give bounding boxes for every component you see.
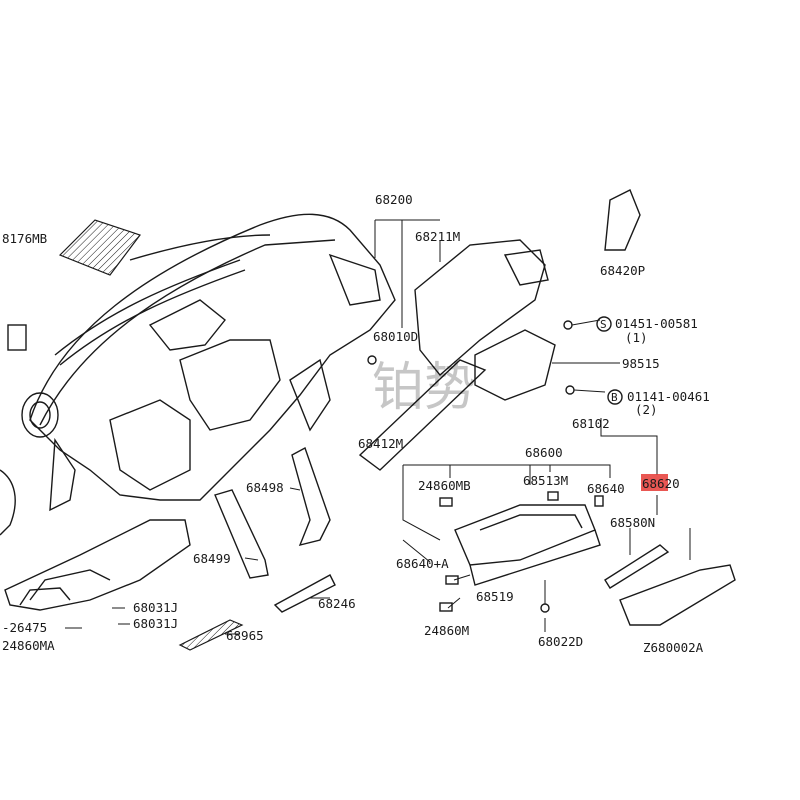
cover-68211M-shape	[414, 239, 546, 377]
instrument-panel-shape	[0, 213, 396, 536]
label-24860MB: 24860MB	[418, 478, 471, 493]
label-68412M: 68412M	[358, 436, 403, 451]
label-68640: 68640	[587, 481, 625, 496]
label-26475: -26475	[2, 620, 47, 635]
label-68420P: 68420P	[600, 263, 645, 278]
label-68498: 68498	[246, 480, 284, 495]
label-98515: 98515	[622, 356, 660, 371]
label-68513M: 68513M	[523, 473, 568, 488]
label-68246: 68246	[318, 596, 356, 611]
part-68420P-shape	[604, 189, 641, 251]
lower-console-shape	[4, 519, 191, 611]
trim-68499-shape	[214, 489, 269, 579]
glove-lid-68620-shape	[619, 564, 736, 626]
bracket-98515-shape	[474, 329, 556, 401]
label-68600: 68600	[525, 445, 563, 460]
label-68176MB: 8176MB	[2, 231, 47, 246]
symbol-b: B	[611, 391, 618, 404]
symbol-s: S	[600, 318, 607, 331]
symbol-s-icon	[596, 316, 612, 332]
label-68620: 68620	[642, 476, 680, 491]
glove-box-68600-shape	[454, 504, 596, 566]
label-01141-00461: 01141-00461	[627, 389, 710, 404]
label-68010D: 68010D	[373, 329, 418, 344]
label-68640-a: 68640+A	[396, 556, 449, 571]
leader-lines	[65, 219, 691, 635]
trim-68498-shape	[291, 446, 331, 547]
label-68965: 68965	[226, 628, 264, 643]
clip-shapes	[439, 491, 604, 613]
trim-68412M-shape	[358, 359, 487, 471]
label-01451-qty: (1)	[625, 330, 648, 345]
highlight-68620	[641, 474, 668, 491]
label-68211M: 68211M	[415, 229, 460, 244]
label-68200: 68200	[375, 192, 413, 207]
label-24860M: 24860M	[424, 623, 469, 638]
trim-68965-shape	[178, 619, 244, 651]
strip-68580N-shape	[604, 544, 670, 589]
label-68580N: 68580N	[610, 515, 655, 530]
label-68031J-1: 68031J	[133, 600, 178, 615]
speaker-grille-shape	[58, 219, 141, 276]
label-68031J-2: 68031J	[133, 616, 178, 631]
label-68519: 68519	[476, 589, 514, 604]
watermark: 铂势	[372, 358, 476, 418]
label-68499: 68499	[193, 551, 231, 566]
trim-68246-shape	[273, 574, 336, 613]
clip-shape	[7, 324, 27, 351]
label-01451-00581: 01451-00581	[615, 316, 698, 331]
label-68022D: 68022D	[538, 634, 583, 649]
symbol-b-icon	[607, 389, 623, 405]
label-01141-qty: (2)	[635, 402, 658, 417]
label-24860MA: 24860MA	[2, 638, 55, 653]
label-68102: 68102	[572, 416, 610, 431]
diagram-code: Z680002A	[643, 640, 704, 655]
